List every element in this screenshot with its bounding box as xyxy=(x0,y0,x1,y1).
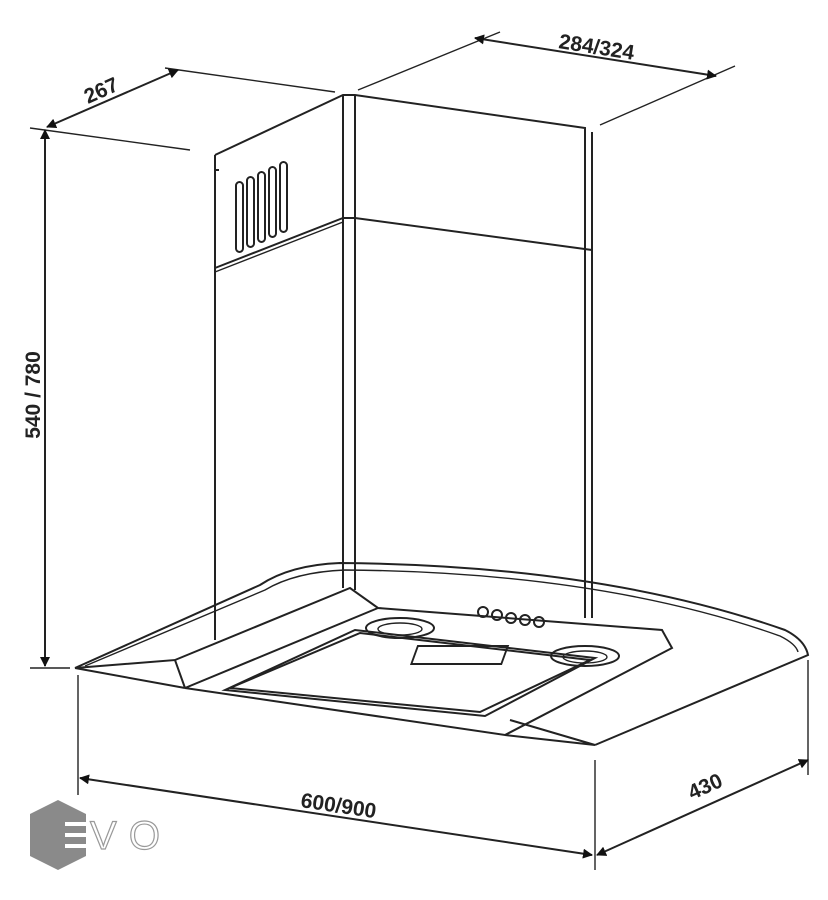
dimension-arrows xyxy=(40,34,809,859)
control-buttons xyxy=(477,606,545,628)
dimension-width-hood: 600/900 xyxy=(299,789,377,823)
evo-logo: VO xyxy=(30,800,161,870)
dimension-width-chimney: 284/324 xyxy=(557,30,636,65)
chimney xyxy=(214,94,593,640)
hood-canopy xyxy=(74,561,810,746)
svg-text:VO: VO xyxy=(90,814,160,858)
dimension-height: 540 / 780 xyxy=(22,351,45,439)
extension-lines xyxy=(29,31,809,870)
dimension-depth-chimney: 267 xyxy=(81,73,122,108)
vent-slots xyxy=(235,161,288,253)
